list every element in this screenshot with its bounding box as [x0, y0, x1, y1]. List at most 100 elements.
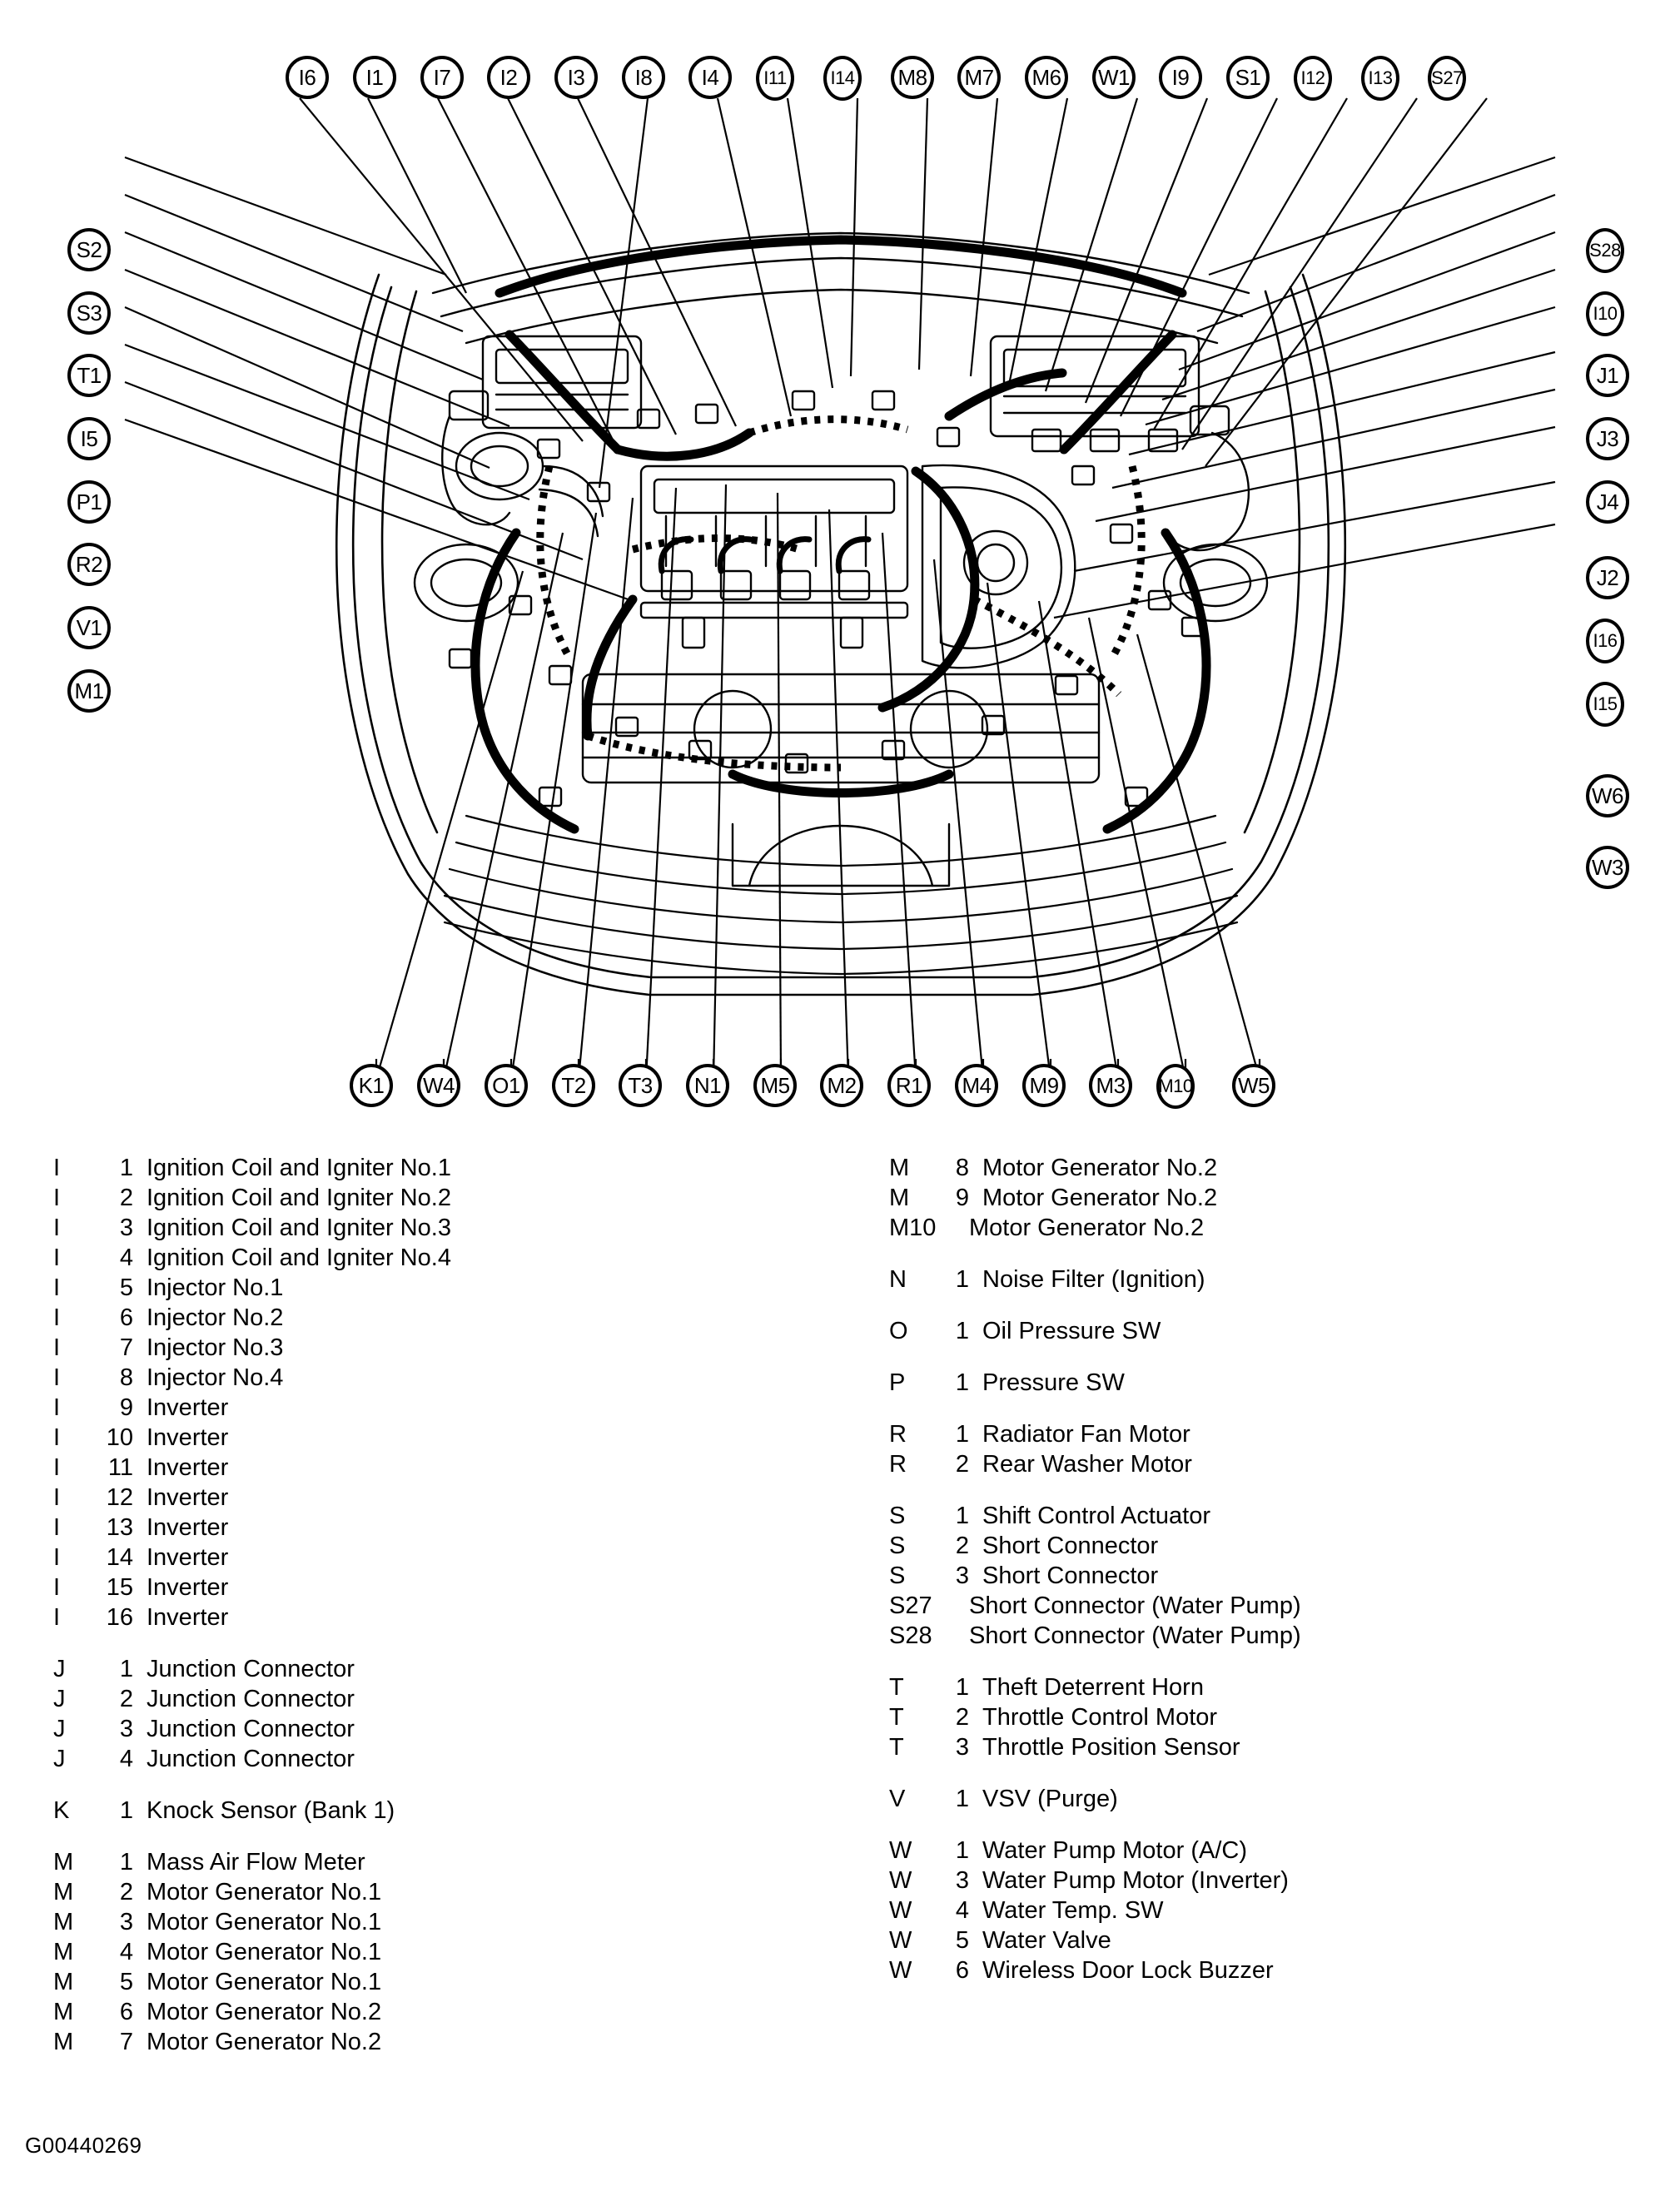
callout-r1[interactable]: R1: [887, 1064, 931, 1107]
legend-code-letter: I: [53, 1574, 61, 1601]
callout-t3[interactable]: T3: [619, 1064, 662, 1107]
legend-code-number: 3: [955, 1734, 969, 1761]
callout-k1[interactable]: K1: [350, 1064, 393, 1107]
callout-w6[interactable]: W6: [1586, 774, 1629, 817]
legend-code-letter: M: [53, 1849, 74, 1876]
legend-description: Shift Control Actuator: [982, 1503, 1211, 1529]
callout-r2[interactable]: R2: [67, 543, 111, 586]
coolant-reservoir: [441, 390, 511, 526]
legend-code-letter: M: [53, 1879, 74, 1905]
callout-i9[interactable]: I9: [1159, 56, 1202, 99]
legend-code-letter: K: [53, 1797, 70, 1824]
callout-m6[interactable]: M6: [1025, 56, 1068, 99]
callout-s27[interactable]: S27: [1428, 56, 1466, 101]
legend-description: Injector No.4: [147, 1364, 284, 1391]
callout-i7[interactable]: I7: [420, 56, 464, 99]
callout-j1[interactable]: J1: [1586, 354, 1629, 397]
callout-i10[interactable]: I10: [1586, 291, 1624, 336]
callout-s28[interactable]: S28: [1586, 228, 1624, 273]
legend-code-number: 6: [119, 1304, 133, 1331]
callout-m3[interactable]: M3: [1089, 1064, 1132, 1107]
callout-m5[interactable]: M5: [753, 1064, 797, 1107]
callout-w4[interactable]: W4: [417, 1064, 460, 1107]
callout-m7[interactable]: M7: [957, 56, 1001, 99]
callout-p1[interactable]: P1: [67, 480, 111, 524]
legend-description: Junction Connector: [147, 1686, 355, 1712]
legend-description: Oil Pressure SW: [982, 1318, 1161, 1344]
callout-v1[interactable]: V1: [67, 606, 111, 649]
legend-description: Motor Generator No.2: [982, 1185, 1218, 1211]
legend-code-number: 6: [955, 1957, 969, 1984]
legend-code-letter: I: [53, 1334, 61, 1361]
callout-m8[interactable]: M8: [891, 56, 934, 99]
callout-j2[interactable]: J2: [1586, 556, 1629, 599]
legend-code-letter: I: [53, 1394, 61, 1421]
callout-i6[interactable]: I6: [286, 56, 329, 99]
legend-code-number: 1: [955, 1503, 969, 1529]
callout-j3[interactable]: J3: [1586, 417, 1629, 460]
callout-i16[interactable]: I16: [1586, 619, 1624, 663]
callout-i5[interactable]: I5: [67, 417, 111, 460]
callout-i8[interactable]: I8: [622, 56, 665, 99]
callout-i14[interactable]: I14: [823, 56, 862, 101]
callout-s2[interactable]: S2: [67, 228, 111, 271]
legend-code-letter: O: [889, 1318, 908, 1344]
legend-group: O 1 Oil Pressure SW: [889, 1316, 1638, 1346]
legend-code-letter: T: [889, 1704, 904, 1731]
legend-code-letter: T: [889, 1674, 904, 1701]
legend-code-number: 1: [119, 1155, 133, 1181]
leader-lines-bottom: [375, 484, 1261, 1080]
callout-o1[interactable]: O1: [485, 1064, 528, 1107]
legend-description: Injector No.3: [147, 1334, 284, 1361]
legend-code-letter: V: [889, 1786, 906, 1812]
legend-description: Water Temp. SW: [982, 1897, 1164, 1924]
legend-description: Pressure SW: [982, 1369, 1125, 1396]
legend-code-letter: S27: [889, 1592, 932, 1619]
callout-n1[interactable]: N1: [686, 1064, 729, 1107]
legend-code-letter: W: [889, 1897, 912, 1924]
leader-lines-right: [1053, 156, 1556, 619]
callout-i2[interactable]: I2: [487, 56, 530, 99]
callout-t1[interactable]: T1: [67, 354, 111, 397]
callout-s3[interactable]: S3: [67, 291, 111, 335]
callout-i12[interactable]: I12: [1294, 56, 1332, 101]
callout-w5[interactable]: W5: [1232, 1064, 1275, 1107]
legend-code-number: 1: [955, 1318, 969, 1344]
legend-code-number: 2: [119, 1879, 133, 1905]
legend-description: Ignition Coil and Igniter No.3: [147, 1215, 451, 1241]
callout-i1[interactable]: I1: [353, 56, 396, 99]
legend-description: Inverter: [147, 1424, 229, 1451]
callout-i3[interactable]: I3: [554, 56, 598, 99]
callout-i13[interactable]: I13: [1361, 56, 1399, 101]
callout-s1[interactable]: S1: [1226, 56, 1270, 99]
callout-w3[interactable]: W3: [1586, 846, 1629, 889]
legend-code-letter: I: [53, 1215, 61, 1241]
callout-i4[interactable]: I4: [688, 56, 732, 99]
callout-m2[interactable]: M2: [820, 1064, 863, 1107]
callout-j4[interactable]: J4: [1586, 480, 1629, 524]
callout-i11[interactable]: I11: [756, 56, 794, 101]
callout-m4[interactable]: M4: [955, 1064, 998, 1107]
callout-m9[interactable]: M9: [1022, 1064, 1066, 1107]
legend-code-number: 9: [119, 1394, 133, 1421]
callout-m1[interactable]: M1: [67, 669, 111, 713]
callout-m10[interactable]: M10: [1156, 1064, 1195, 1109]
callout-w1[interactable]: W1: [1092, 56, 1136, 99]
legend-description: Noise Filter (Ignition): [982, 1266, 1205, 1293]
callout-t2[interactable]: T2: [552, 1064, 595, 1107]
legend-code-number: 4: [119, 1245, 133, 1271]
legend-description: Throttle Control Motor: [982, 1704, 1218, 1731]
callout-i15[interactable]: I15: [1586, 682, 1624, 727]
